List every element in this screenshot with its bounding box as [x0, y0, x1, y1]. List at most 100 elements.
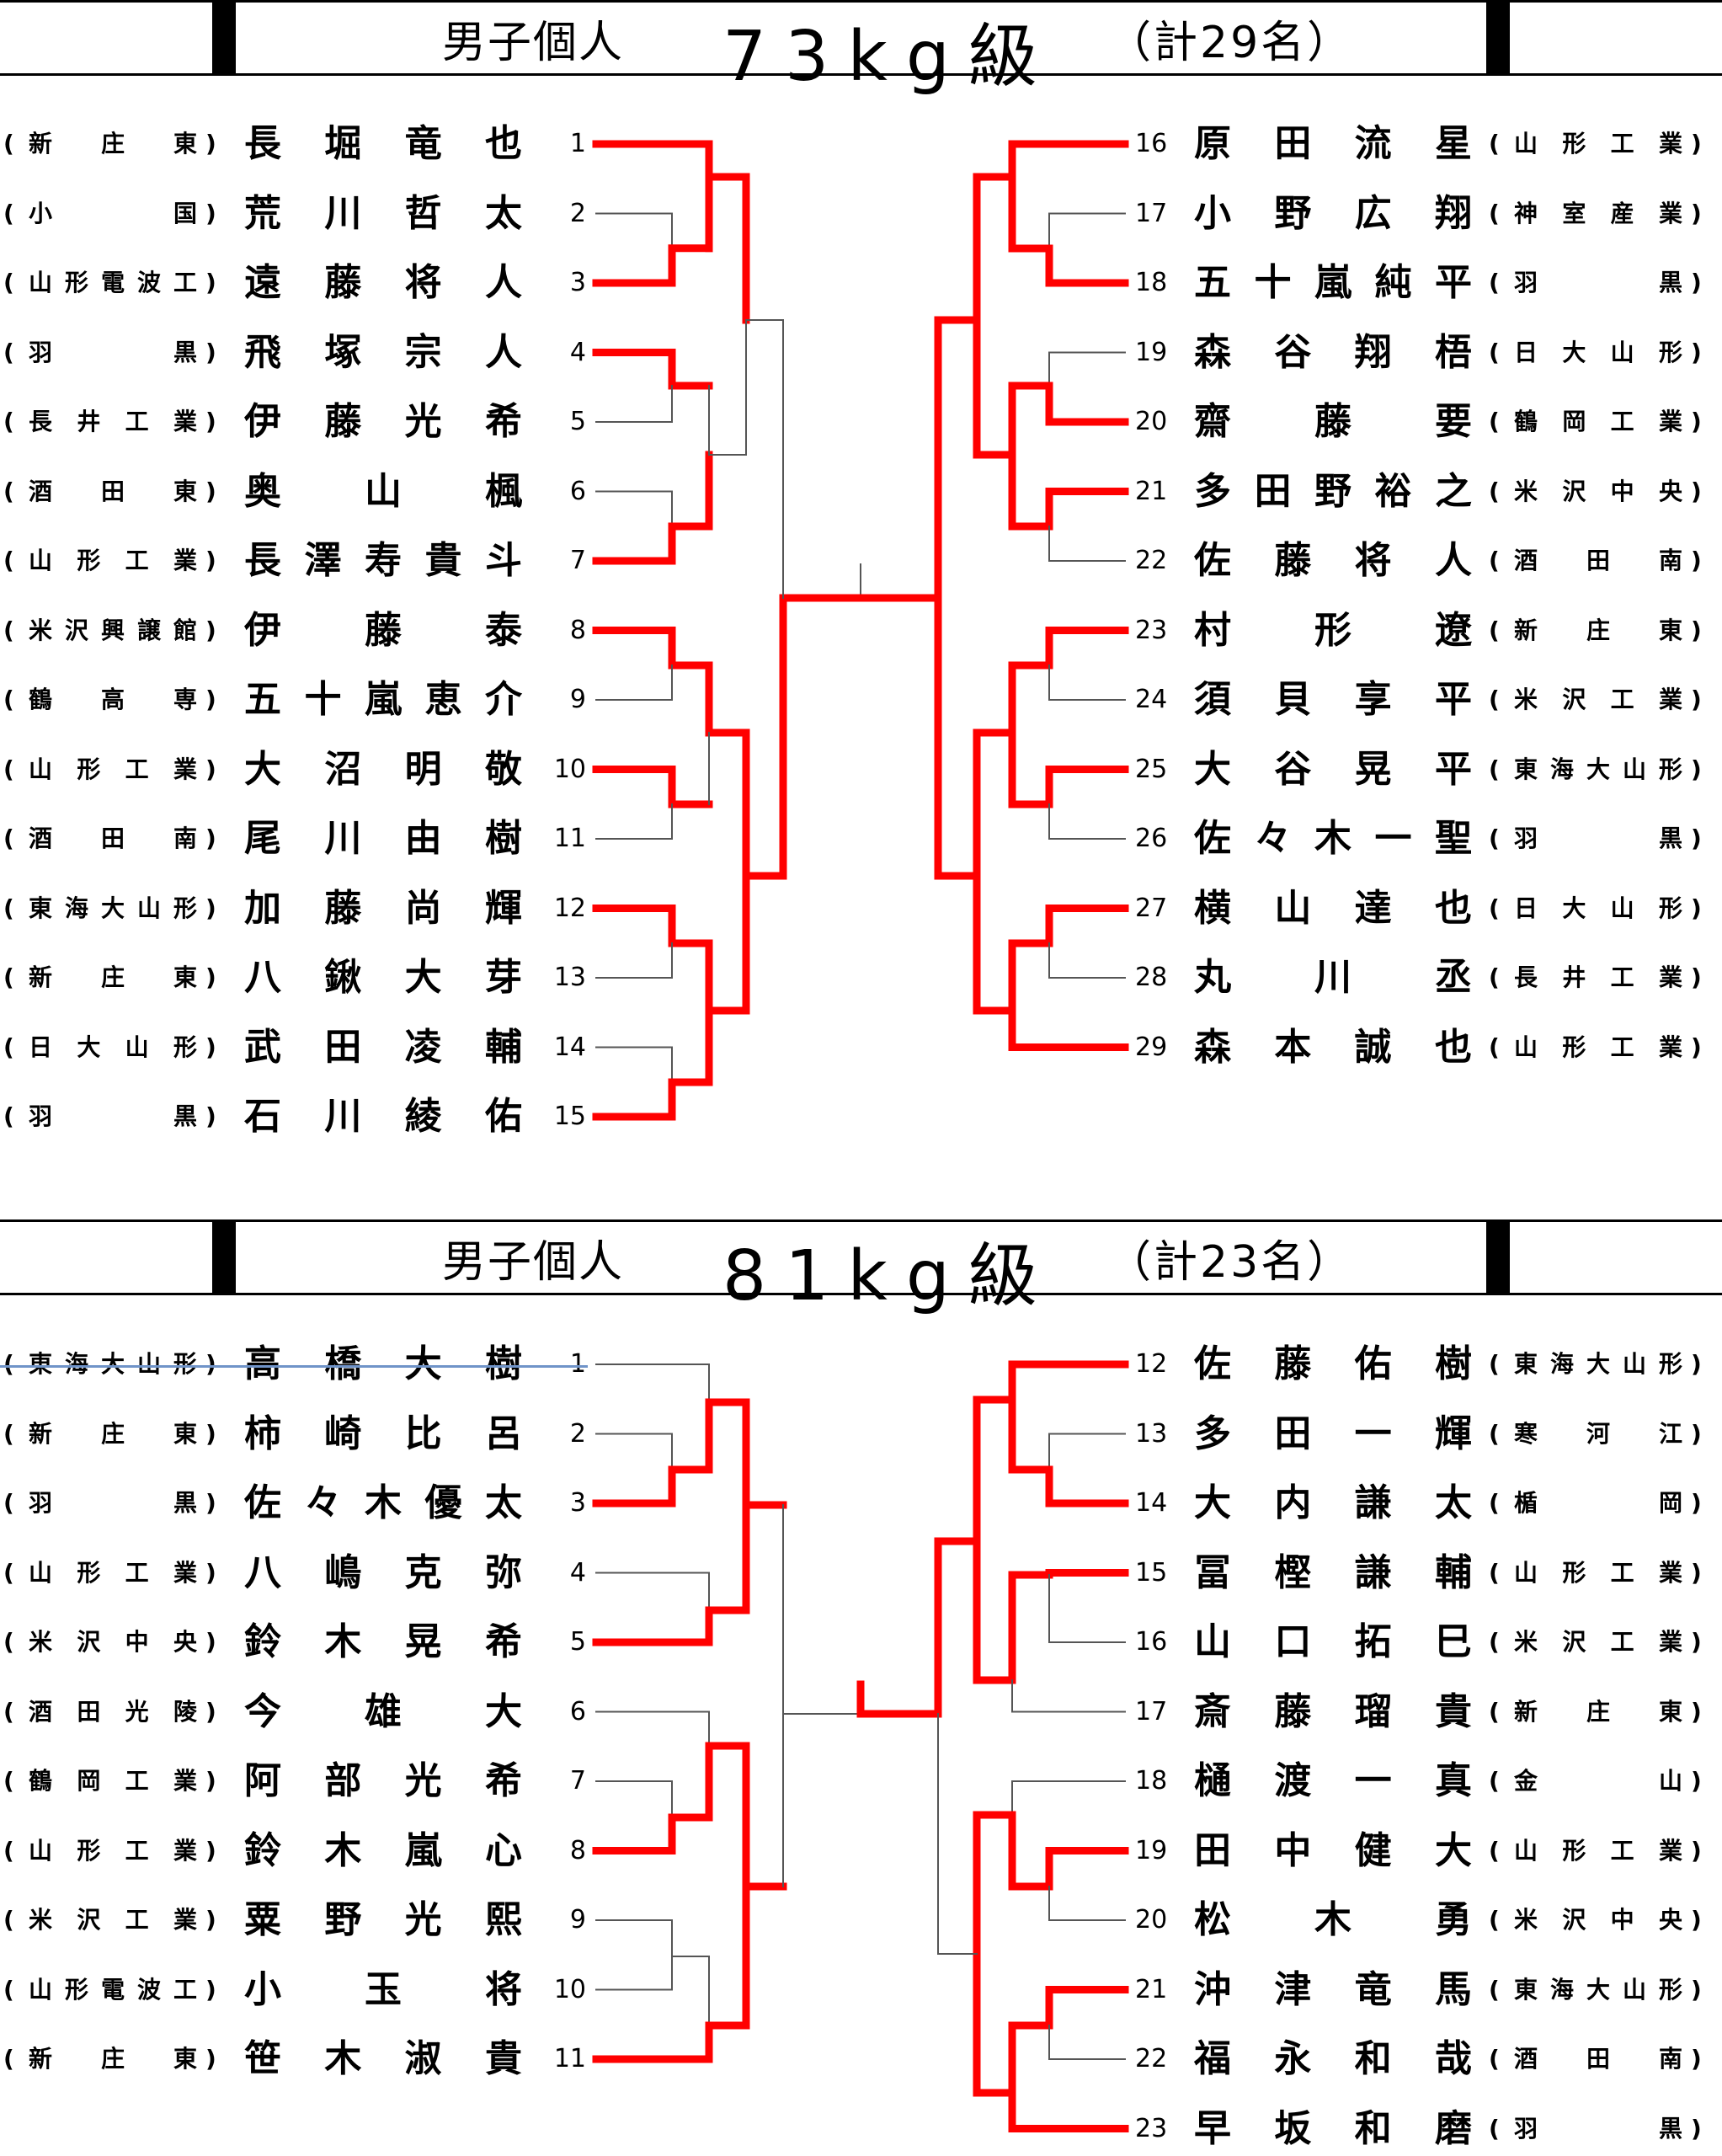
entry-number: 22	[1135, 546, 1168, 575]
competitor-name: 佐藤佑樹	[1194, 1342, 1472, 1385]
entry-number: 22	[1135, 2044, 1168, 2073]
competitor-name: 笹木淑貴	[244, 2037, 522, 2080]
competitor-name: 石川綾佑	[244, 1095, 522, 1138]
winner-path	[592, 1742, 787, 1891]
entry-number: 4	[569, 1557, 586, 1588]
winner-path	[1008, 173, 1129, 287]
competitor-name: 須貝享平	[1194, 678, 1472, 721]
entry-number: 1	[569, 1349, 586, 1379]
entry-number: 16	[1135, 129, 1168, 158]
competitor-name: 武田凌輔	[244, 1025, 522, 1069]
winner-path	[1008, 382, 1129, 459]
competitor-name: 柿崎比呂	[244, 1412, 522, 1455]
entry-number: 7	[569, 1766, 586, 1796]
winner-path	[592, 1501, 750, 1646]
winner-path	[592, 1398, 787, 1509]
competitor-name: 大谷晃平	[1194, 747, 1472, 791]
bracket-line	[595, 1046, 673, 1083]
bracket-line	[595, 212, 673, 249]
winner-path	[592, 451, 713, 565]
entry-number: 25	[1135, 754, 1168, 784]
competitor-name: 小野広翔	[1194, 191, 1472, 235]
winner-path	[1008, 627, 1129, 737]
competitor-name: 多田野裕之	[1194, 469, 1472, 513]
competitor-name: 田中健大	[1194, 1828, 1472, 1872]
bracket-line	[708, 319, 747, 456]
bracket-line	[1048, 942, 1126, 979]
withdrawn-strikethrough	[0, 1365, 588, 1368]
bracket-line	[595, 490, 673, 527]
bracket-line	[1048, 664, 1126, 701]
entry-number: 10	[553, 754, 586, 784]
bracket-line	[1048, 803, 1126, 840]
entry-number: 5	[569, 1627, 586, 1657]
entry-number: 12	[553, 893, 586, 923]
category-label: 男子個人	[442, 1237, 625, 1288]
winner-path	[1008, 905, 1129, 1015]
competitor-name: 多田一輝	[1194, 1412, 1472, 1455]
winner-path	[592, 1882, 750, 2063]
entry-number: 26	[1135, 824, 1168, 853]
entry-number: 27	[1135, 893, 1168, 923]
competitor-name: 鈴木晃希	[244, 1620, 522, 1663]
bracket-line	[595, 664, 673, 701]
bracket-line	[1048, 2025, 1126, 2060]
entry-number: 13	[553, 963, 586, 992]
entry-number: 13	[1135, 1418, 1168, 1449]
entry-number: 23	[1135, 615, 1168, 645]
competitor-name: 横山達也	[1194, 886, 1472, 930]
winner-path	[973, 1811, 1129, 1958]
competitor-name: 長澤寿貴斗	[244, 539, 522, 582]
competitor-name: 奥山楓	[244, 469, 522, 513]
competitor-name: 冨樫謙輔	[1194, 1550, 1472, 1594]
competitor-name: 飛塚宗人	[244, 330, 522, 374]
entry-number: 8	[569, 615, 586, 645]
entry-number: 7	[569, 546, 586, 575]
winner-path	[592, 244, 713, 287]
entry-number: 2	[569, 1418, 586, 1449]
competitor-name: 尾川由樹	[244, 817, 522, 860]
entry-number: 3	[569, 268, 586, 297]
bracket-line	[595, 1364, 710, 1403]
winner-path	[592, 766, 713, 808]
entry-number: 6	[569, 1696, 586, 1726]
competitor-name: 五十嵐恵介	[244, 678, 522, 721]
bracket-line	[595, 1780, 673, 1818]
competitor-name: 福永和哉	[1194, 2037, 1472, 2080]
bracket-line	[595, 1572, 710, 1611]
winner-path	[973, 728, 1016, 880]
entry-number: 9	[569, 1905, 586, 1935]
competitor-name: 阿部光希	[244, 1759, 522, 1802]
entry-number: 28	[1135, 963, 1168, 992]
entry-number: 24	[1135, 685, 1168, 714]
competitor-name: 八鍬大芽	[244, 956, 522, 999]
winner-path	[973, 1537, 1129, 1684]
